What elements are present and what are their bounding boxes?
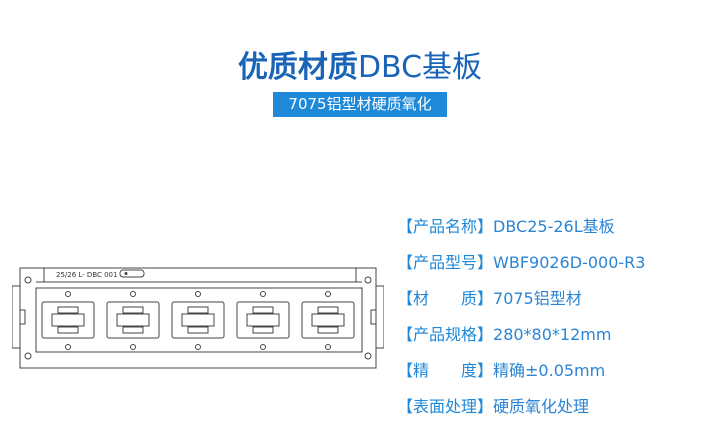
- locating-hole: [130, 344, 136, 350]
- locating-hole: [65, 291, 71, 297]
- chip-clip: [187, 306, 209, 314]
- side-notch: [19, 309, 26, 325]
- chip-pocket: [51, 313, 85, 327]
- spec-label: 【产品型号】: [397, 253, 494, 272]
- title-light: DBC基板: [357, 50, 483, 85]
- corner-hole: [24, 276, 32, 284]
- spec-row-model: 【产品型号】WBF9026D-000-R3: [397, 248, 645, 284]
- board-outline: [19, 267, 377, 369]
- locating-hole: [195, 291, 201, 297]
- locating-hole: [195, 344, 201, 350]
- spec-value: DBC25-26L基板: [493, 217, 615, 236]
- logo-dot: [124, 272, 128, 275]
- spec-label: 【产品名称】: [397, 217, 494, 236]
- spec-label: 【精 度】: [397, 361, 494, 380]
- locating-hole: [260, 344, 266, 350]
- chip-slot: [41, 301, 95, 339]
- chip-clip: [317, 326, 339, 334]
- subtitle-banner: 7075铝型材硬质氧化: [273, 92, 447, 117]
- chip-clip: [122, 326, 144, 334]
- corner-hole: [364, 276, 372, 284]
- corner-hole: [364, 352, 372, 360]
- locating-hole: [325, 344, 331, 350]
- chip-clip: [252, 326, 274, 334]
- locating-hole: [260, 291, 266, 297]
- left-tab: [12, 285, 21, 349]
- title-bold: 优质材质: [237, 50, 358, 85]
- board-window: [35, 287, 363, 353]
- chip-slot: [301, 301, 355, 339]
- chip-clip: [57, 306, 79, 314]
- chip-pocket: [311, 313, 345, 327]
- chip-slot: [106, 301, 160, 339]
- chip-pocket: [246, 313, 280, 327]
- spec-row-surface: 【表面处理】硬质氧化处理: [397, 392, 645, 428]
- chip-slot: [236, 301, 290, 339]
- dbc-board-drawing: 25/26 L- DBC 001: [12, 267, 384, 369]
- spec-value: WBF9026D-000-R3: [493, 253, 646, 272]
- chip-clip: [252, 306, 274, 314]
- side-notch: [370, 309, 377, 325]
- chip-pocket: [116, 313, 150, 327]
- spec-list: 【产品名称】DBC25-26L基板 【产品型号】WBF9026D-000-R3 …: [397, 212, 645, 428]
- spec-row-name: 【产品名称】DBC25-26L基板: [397, 212, 645, 248]
- right-tab: [375, 285, 384, 349]
- spec-row-size: 【产品规格】280*80*12mm: [397, 320, 645, 356]
- spec-value: 7075铝型材: [493, 289, 582, 308]
- spec-value: 280*80*12mm: [493, 325, 612, 344]
- locating-hole: [130, 291, 136, 297]
- corner-hole: [24, 352, 32, 360]
- chip-clip: [187, 326, 209, 334]
- spec-label: 【表面处理】: [397, 397, 494, 416]
- chip-slot: [171, 301, 225, 339]
- chip-clip: [57, 326, 79, 334]
- page-title: 优质材质DBC基板: [0, 50, 720, 86]
- chip-clip: [317, 306, 339, 314]
- slot-group: [41, 291, 355, 350]
- spec-row-precision: 【精 度】精确±0.05mm: [397, 356, 645, 392]
- logo-mark: [119, 269, 145, 278]
- spec-label: 【材 质】: [397, 289, 494, 308]
- board-label: 25/26 L- DBC 001: [56, 271, 117, 279]
- chip-pocket: [181, 313, 215, 327]
- spec-value: 硬质氧化处理: [493, 397, 590, 416]
- spec-label: 【产品规格】: [397, 325, 494, 344]
- spec-row-material: 【材 质】7075铝型材: [397, 284, 645, 320]
- chip-clip: [122, 306, 144, 314]
- spec-value: 精确±0.05mm: [493, 361, 606, 380]
- locating-hole: [65, 344, 71, 350]
- locating-hole: [325, 291, 331, 297]
